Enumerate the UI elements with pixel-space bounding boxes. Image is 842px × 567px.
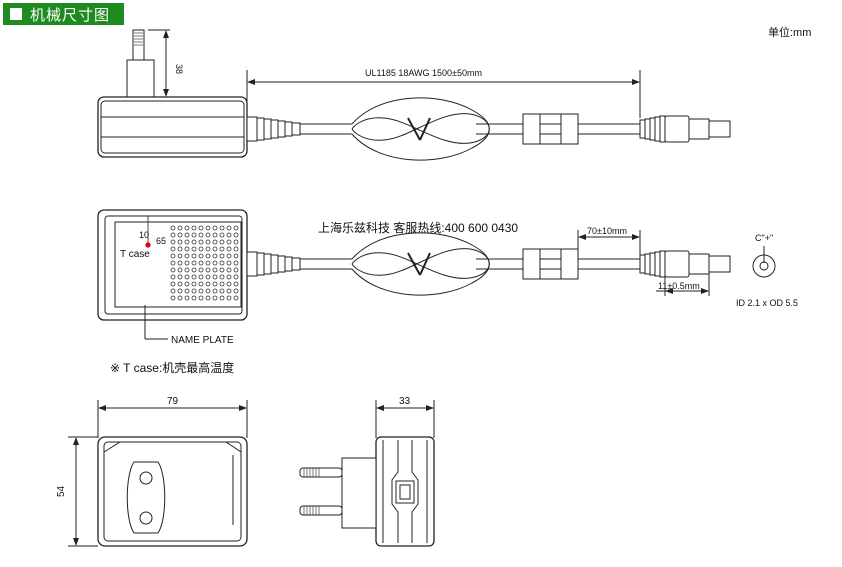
dim-height: 54 — [56, 485, 67, 497]
dim-plug-height: 38 — [174, 64, 184, 74]
tcase-dot — [145, 242, 151, 248]
dim-cable: UL1185 18AWG 1500±50mm — [365, 68, 482, 78]
plug-spec: ID 2.1 x OD 5.5 — [736, 298, 798, 308]
page-title: 机械尺寸图 — [30, 6, 111, 24]
dim-ferrite: 70±10mm — [587, 226, 627, 236]
polarity-label: C"+" — [755, 233, 773, 243]
dim-depth: 33 — [399, 396, 411, 407]
name-plate-label: NAME PLATE — [171, 335, 234, 346]
front-view-adapter — [68, 400, 248, 547]
dim-width: 79 — [167, 396, 179, 407]
dim-plug-tip: 11±0.5mm — [658, 281, 700, 291]
depth-view-adapter — [299, 400, 435, 547]
top-view-adapter — [97, 209, 776, 340]
title-square-icon — [10, 8, 22, 20]
tcase-y: 65 — [156, 236, 166, 246]
title-bar: 机械尺寸图 — [3, 3, 124, 25]
company-hotline: 上海乐兹科技 客服热线:400 600 0430 — [318, 220, 518, 235]
unit-label: 单位:mm — [768, 25, 811, 39]
side-view-adapter — [97, 29, 731, 161]
tcase-note: ※ T case:机壳最高温度 — [110, 360, 234, 375]
vent-grid — [170, 225, 239, 301]
tcase-x: 10 — [139, 230, 149, 240]
tcase-label: T case — [120, 249, 150, 260]
